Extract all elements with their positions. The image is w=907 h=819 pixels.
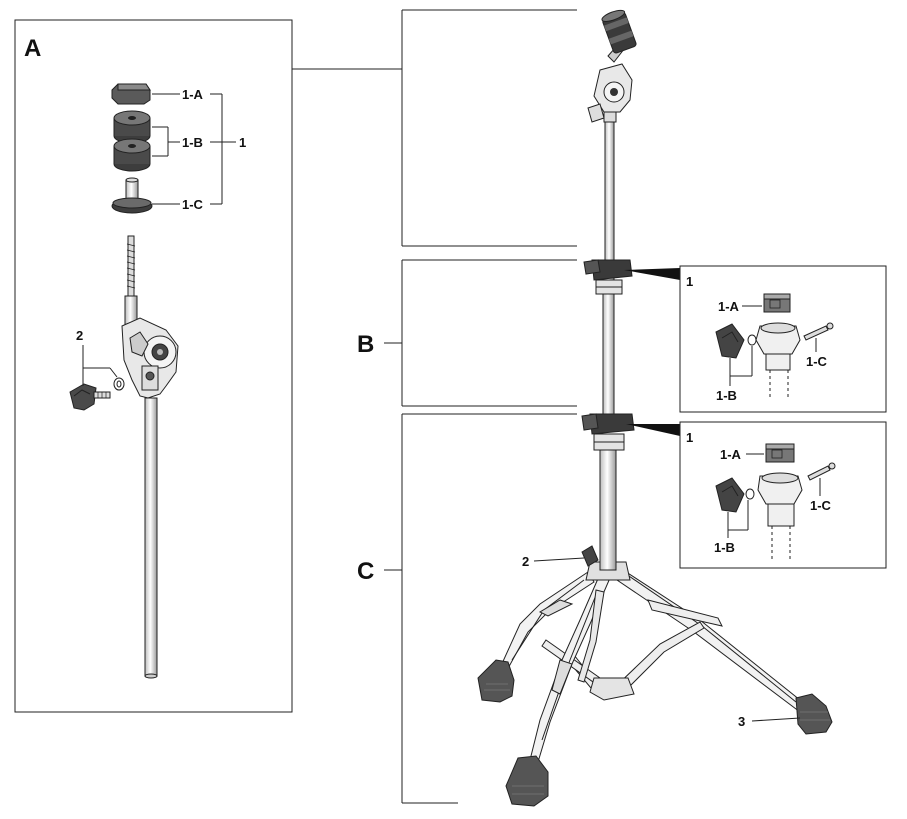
- stand-tilter: [587, 9, 637, 123]
- inset-b-wing-knob: [715, 323, 757, 359]
- callout-1b: 1-B: [182, 135, 203, 150]
- tilter-and-top-pipe: [121, 235, 179, 679]
- inset-c-callout-1a: 1-A: [720, 447, 742, 462]
- height-clamp-upper: [583, 259, 633, 295]
- callout-1a: 1-A: [182, 87, 204, 102]
- inset-c-callout-1b: 1-B: [714, 540, 735, 555]
- leg-wing-bolt: [581, 545, 599, 567]
- cymbal-cup-washer-part-1c: [111, 177, 153, 214]
- height-clamp-lower: [581, 413, 635, 451]
- inset-c-clamp-body: [757, 472, 803, 560]
- inset-c-clip-1a: [765, 443, 795, 463]
- section-brackets: [384, 9, 577, 804]
- inset-c-wing-knob: [715, 477, 755, 513]
- inset-b-callout-1b: 1-B: [716, 388, 737, 403]
- callout-1c: 1-C: [182, 197, 204, 212]
- cymbal-sleeve-part-1a: [111, 83, 151, 105]
- inset-c-pointer: [626, 424, 680, 436]
- stand-leg-right: [611, 567, 807, 713]
- inset-b: 1 1-A 1-B: [624, 265, 887, 413]
- base-tube: [599, 439, 617, 571]
- inset-c-callout-1c: 1-C: [810, 498, 832, 513]
- wing-bolt-part-2: [69, 377, 125, 411]
- inset-b-screw-1c: [803, 322, 834, 341]
- section-label-b: B: [357, 331, 374, 358]
- inset-c: 1 1-A 1-B 1-C: [626, 421, 887, 569]
- top-tube: [604, 117, 615, 269]
- section-label-c: C: [357, 558, 374, 585]
- inset-b-callout-1a: 1-A: [718, 299, 740, 314]
- rubber-foot-front: [505, 755, 549, 807]
- inset-b-callout-1c: 1-C: [806, 354, 828, 369]
- panel-a-frame: [14, 19, 293, 713]
- panel-a: A 1: [14, 19, 293, 713]
- rubber-foot-left: [477, 659, 515, 703]
- middle-tube: [602, 277, 615, 429]
- felt-washer-bottom: [113, 138, 151, 172]
- inset-b-clamp-body: [755, 322, 801, 400]
- felt-washer-top: [113, 110, 151, 144]
- callout-3-stand: 3: [738, 714, 745, 729]
- rubber-foot-right: [795, 693, 833, 735]
- inset-c-title: 1: [686, 430, 693, 445]
- callout-2-stand: 2: [522, 554, 529, 569]
- callout-1: 1: [239, 135, 246, 150]
- inset-b-pointer: [624, 268, 680, 280]
- section-label-a: A: [24, 35, 41, 62]
- callout-2-panel-a: 2: [76, 328, 83, 343]
- cymbal-stand: [477, 9, 833, 807]
- inset-b-clip-1a: [763, 293, 791, 313]
- inset-c-screw-1c: [807, 462, 836, 481]
- stand-leg-left: [499, 571, 603, 695]
- leg-spreader-bracket: [589, 677, 635, 701]
- inset-b-title: 1: [686, 274, 693, 289]
